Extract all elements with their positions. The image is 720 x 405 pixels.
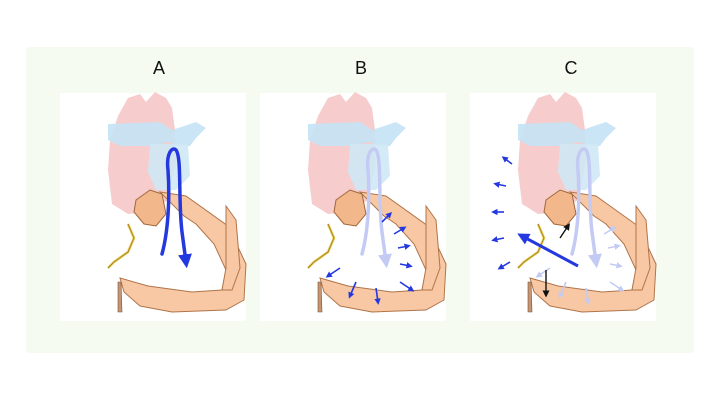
heart-b [258, 90, 448, 323]
heart-c [468, 90, 658, 323]
panel-c-heart [468, 90, 658, 323]
main-force-arrow-c [517, 233, 579, 268]
panel-label-c: C [564, 58, 578, 78]
valve-arrow-c [559, 223, 570, 239]
flow-arrow-c-faded [570, 147, 602, 269]
flow-arrow-b-faded [360, 147, 392, 269]
heart-a [58, 90, 248, 323]
wall-arrows-c [491, 156, 513, 270]
panel-b-heart [258, 90, 448, 323]
panel-a-heart [58, 90, 248, 323]
panel-label-a: A [152, 58, 165, 78]
panel-label-b: B [354, 58, 367, 78]
pressure-arrows-c-faded [535, 226, 625, 305]
pressure-arrows-b [325, 211, 415, 305]
flow-arrow-a [160, 147, 192, 269]
